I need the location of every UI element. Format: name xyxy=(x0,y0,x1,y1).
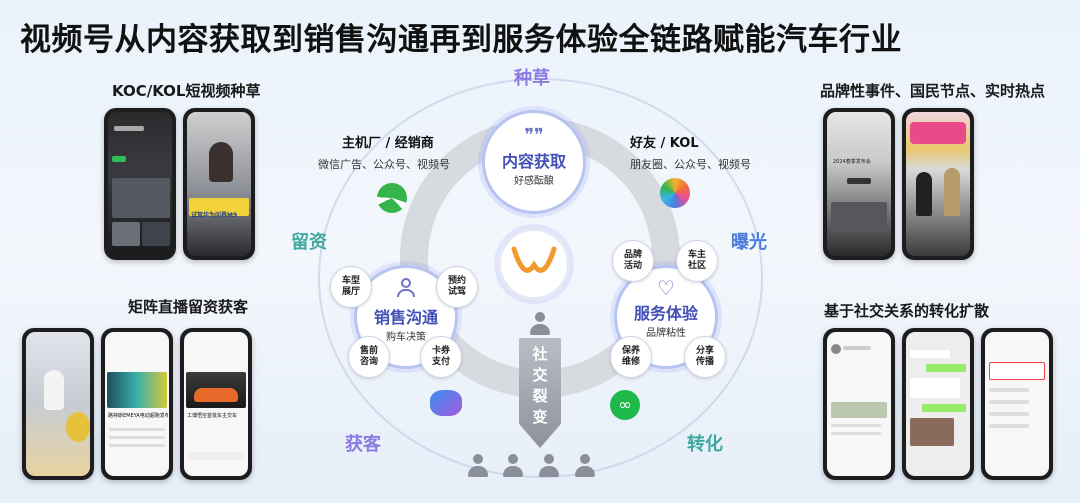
aperture-icon xyxy=(660,178,690,208)
user-icon xyxy=(574,454,596,478)
stage-customer-acquisition: 获客 xyxy=(345,434,381,455)
user-icon xyxy=(502,454,524,478)
section-koc-kol: KOC/KOL短视频种草 xyxy=(112,82,261,100)
source-friends-kol: 好友 / KOL xyxy=(630,136,699,151)
section-brand-events: 品牌性事件、国民节点、实时热点 xyxy=(820,82,1046,100)
sat-owner-community[interactable]: 车主社区 xyxy=(676,240,718,282)
sat-presales[interactable]: 售前咨询 xyxy=(348,336,390,378)
logo-icon xyxy=(511,246,557,273)
source-oem-dealer: 主机厂 / 经销商 xyxy=(342,136,434,151)
person-icon xyxy=(395,278,417,300)
spread-label: 社交裂变 xyxy=(532,345,548,426)
phone-live-1[interactable] xyxy=(22,328,94,480)
node-title: 销售沟通 xyxy=(373,308,438,327)
sat-showroom[interactable]: 车型展厅 xyxy=(330,266,372,308)
user-icon xyxy=(467,454,489,478)
sat-coupon-payment[interactable]: 卡券支付 xyxy=(420,336,462,378)
section-live-leads: 矩阵直播留资获客 xyxy=(128,298,249,316)
phone-brand-event-2[interactable] xyxy=(902,108,974,260)
user-icon xyxy=(538,454,560,478)
source-friends-channels: 朋友圈、公众号、视频号 xyxy=(630,158,751,171)
quote-icon: ❞❞ xyxy=(524,125,544,146)
phone-social-2[interactable] xyxy=(902,328,974,480)
stage-lead-capture: 留资 xyxy=(291,232,327,253)
phone-caption: 2024春季发布会 xyxy=(833,159,871,165)
mini-program-icon: ∞ xyxy=(610,390,640,420)
phone-caption: 路特斯EMEYA电动超跑发布 xyxy=(108,413,168,419)
outer-ring xyxy=(318,78,763,478)
phone-live-3[interactable]: 工博悟空首批车主交车 xyxy=(180,328,252,480)
node-title: 服务体验 xyxy=(633,304,698,323)
section-social-conversion: 基于社交关系的转化扩散 xyxy=(824,302,990,320)
sat-brand-events[interactable]: 品牌活动 xyxy=(612,240,654,282)
phone-social-1[interactable] xyxy=(823,328,895,480)
page-title: 视频号从内容获取到销售沟通再到服务体验全链路赋能汽车行业 xyxy=(20,22,902,58)
node-subtitle: 购车决策 xyxy=(386,332,426,343)
brand-logo xyxy=(498,228,570,300)
node-title: 内容获取 xyxy=(501,152,566,171)
stage-seeding: 种草 xyxy=(514,68,550,89)
heart-icon: ♡ xyxy=(657,276,675,300)
stage-exposure: 曝光 xyxy=(731,232,767,253)
recycle-icon xyxy=(377,183,407,213)
user-icon xyxy=(529,312,551,336)
phone-live-2[interactable]: 路特斯EMEYA电动超跑发布 xyxy=(101,328,173,480)
phone-short-video-1[interactable] xyxy=(104,108,176,260)
node-subtitle: 好感酝酿 xyxy=(514,176,554,187)
source-oem-channels: 微信广告、公众号、视频号 xyxy=(318,158,450,171)
phone-social-3[interactable] xyxy=(981,328,1053,480)
social-spread-arrow: 社交裂变 xyxy=(519,338,561,448)
node-content-acquisition: ❞❞ 内容获取 好感酝酿 xyxy=(482,110,586,214)
phone-short-video-2[interactable]: 试驾华为问界M9 xyxy=(183,108,255,260)
sat-share[interactable]: 分享传播 xyxy=(684,336,726,378)
sat-maintenance[interactable]: 保养维修 xyxy=(610,336,652,378)
phone-caption: 工博悟空首批车主交车 xyxy=(187,413,238,419)
sat-test-drive[interactable]: 预约试驾 xyxy=(436,266,478,308)
phone-caption: 试驾华为问界M9 xyxy=(191,212,238,219)
node-subtitle: 品牌粘性 xyxy=(646,328,686,339)
stage-conversion: 转化 xyxy=(687,434,723,455)
phone-brand-event-1[interactable]: 2024春季发布会 xyxy=(823,108,895,260)
chat-icon xyxy=(430,390,462,416)
